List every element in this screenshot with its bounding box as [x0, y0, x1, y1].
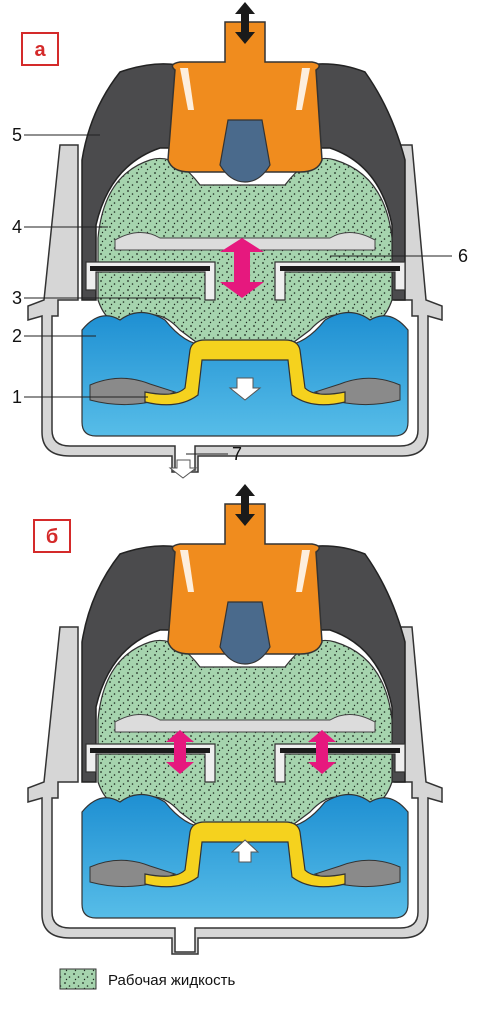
legend-swatch [59, 968, 97, 990]
vibration-arrow-right-icon [308, 730, 336, 774]
mount-illustration [27, 483, 443, 955]
panel-letter-box [21, 32, 59, 66]
legend-label: Рабочая жидкость [108, 972, 236, 989]
callout-2: 2 [12, 326, 22, 346]
callout-6: 6 [458, 246, 468, 266]
mount-illustration [27, 1, 443, 473]
flow-up-icon [230, 839, 260, 863]
vibration-arrow-left-icon [166, 730, 194, 774]
callout-3: 3 [12, 288, 22, 308]
flow-down-icon [228, 377, 262, 401]
callout-5: 5 [12, 125, 22, 145]
panel-a: а 5 4 3 2 1 6 7 [12, 1, 468, 479]
callout-lines [24, 134, 452, 455]
callout-1: 1 [12, 387, 22, 407]
outlet-arrow-icon [168, 459, 198, 479]
callout-7: 7 [232, 444, 242, 464]
panel-letter: б [46, 526, 58, 548]
callout-4: 4 [12, 217, 22, 237]
legend: Рабочая жидкость [59, 968, 236, 990]
vibration-arrow-icon [220, 238, 264, 298]
panel-letter: а [34, 39, 46, 61]
panel-b: б [27, 483, 443, 955]
panel-letter-box [33, 519, 71, 553]
